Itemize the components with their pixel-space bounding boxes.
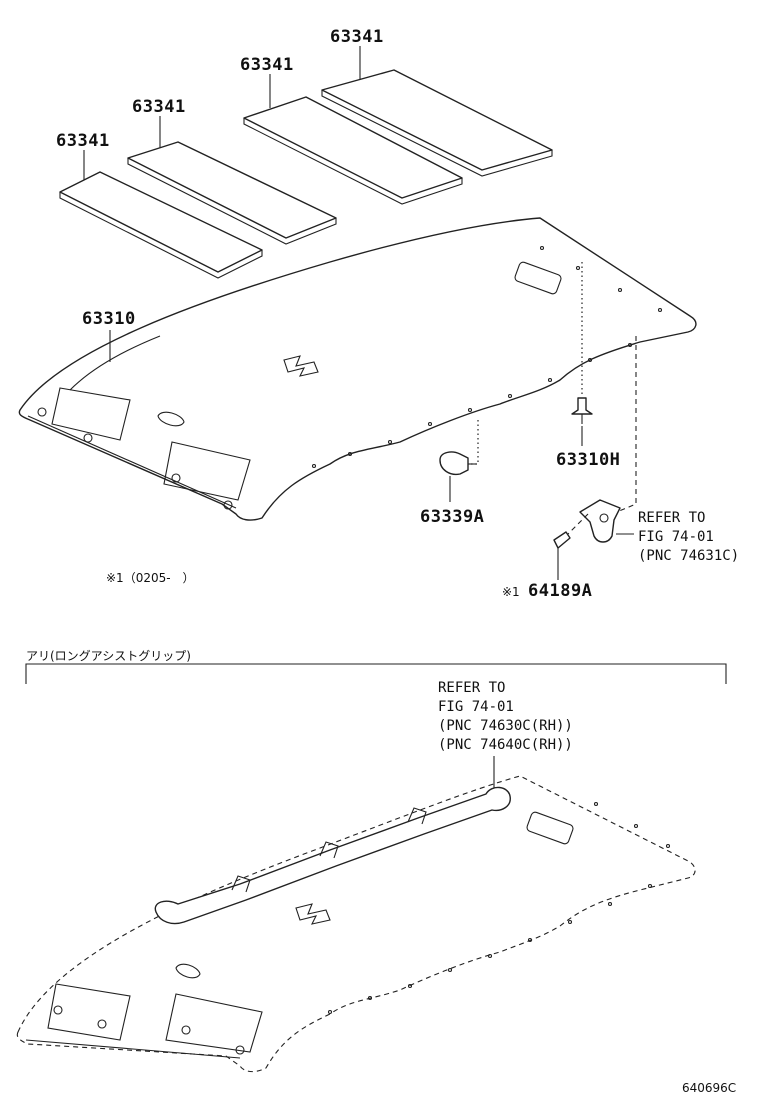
pad-4: [321, 69, 553, 177]
clip: [571, 397, 593, 424]
ref-upper-line2: FIG 74-01: [638, 529, 714, 545]
ref-upper-line3: (PNC 74631C): [638, 548, 739, 564]
label-pad-3: 63341: [240, 55, 294, 75]
section-bracket: [25, 663, 727, 684]
pad-1: [59, 171, 263, 279]
headlining-upper: [18, 217, 697, 521]
note-date: ※1（0205- ）: [106, 571, 195, 585]
figure-code: 640696C: [682, 1081, 736, 1095]
ref-lower-line3: (PNC 74630C(RH)): [438, 718, 573, 734]
ref-lower-line1: REFER TO: [438, 680, 505, 696]
grip-bracket: [579, 499, 621, 543]
section-title: アリ(ロングアシストグリップ): [26, 649, 191, 663]
label-screw: 64189A: [528, 581, 592, 601]
screw: [553, 531, 571, 549]
label-headlining: 63310: [82, 309, 136, 329]
holder: [439, 451, 476, 476]
label-pad-1: 63341: [56, 131, 110, 151]
ref-upper-line1: REFER TO: [638, 510, 705, 526]
holder-guide: [470, 420, 479, 465]
label-pad-4: 63341: [330, 27, 384, 47]
label-holder: 63339A: [420, 507, 484, 527]
label-screw-mark: ※1: [502, 585, 520, 599]
pad-3: [243, 96, 463, 205]
pad-2: [127, 141, 337, 245]
ref-lower-line4: (PNC 74640C(RH)): [438, 737, 573, 753]
headlining-lower: [16, 775, 696, 1073]
long-assist-grip: [154, 786, 511, 925]
label-clip: 63310H: [556, 450, 620, 470]
label-pad-2: 63341: [132, 97, 186, 117]
grip-guide: [611, 336, 637, 515]
ref-lower-line2: FIG 74-01: [438, 699, 514, 715]
